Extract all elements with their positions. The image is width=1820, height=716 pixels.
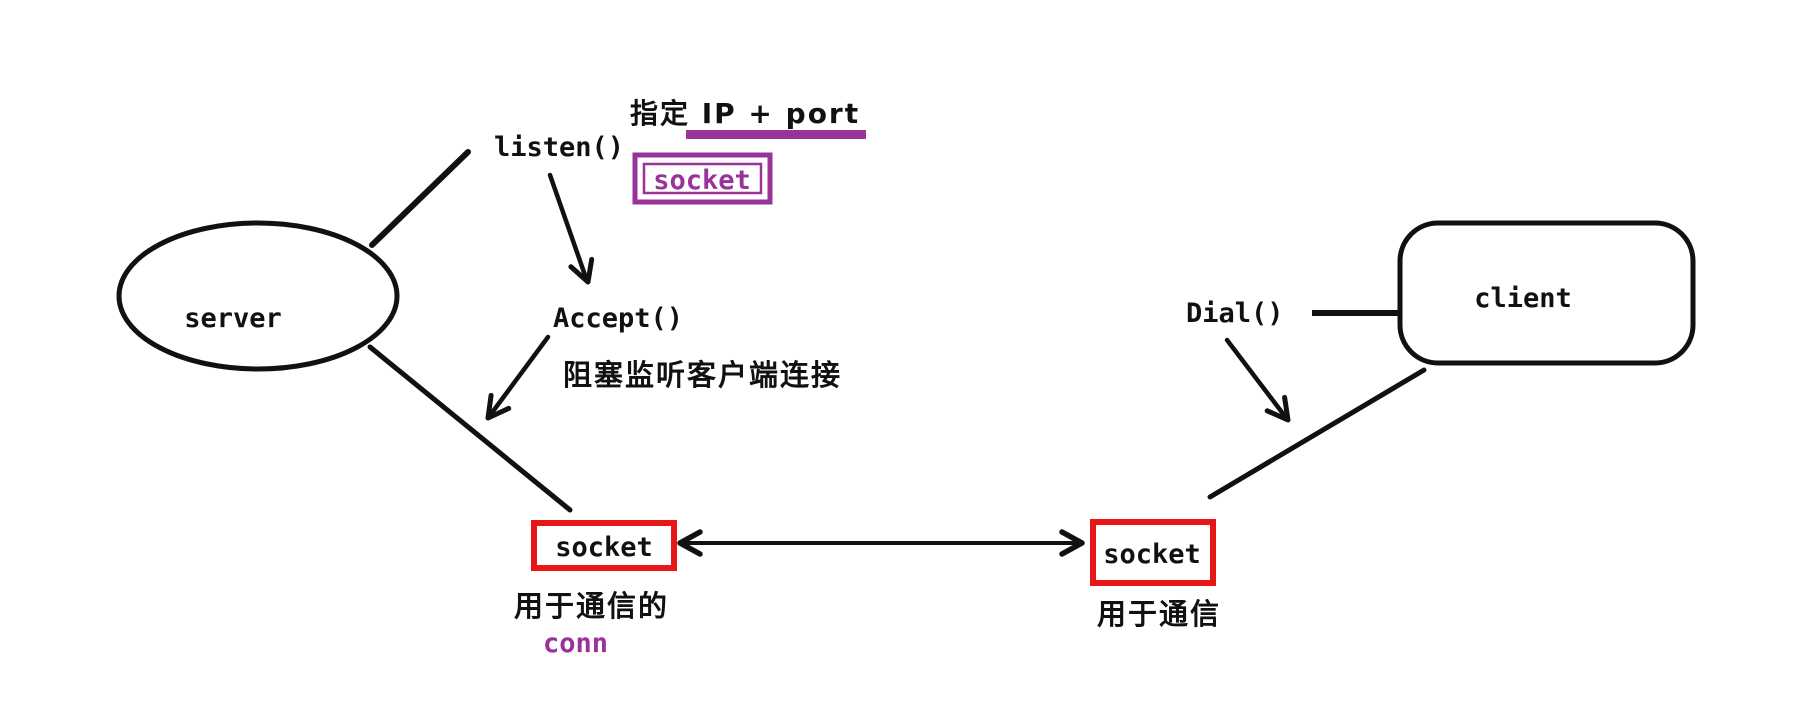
- bind-note-underline: [686, 130, 866, 139]
- listen-to-accept-arrow-shaft: [547, 172, 589, 281]
- conn-socket-box: [531, 520, 677, 571]
- accept-label: Accept(): [553, 303, 683, 334]
- accept-note-label: 阻塞监听客户端连接: [563, 358, 842, 392]
- client-socket-to-client-line: [1207, 367, 1427, 500]
- server-to-conn-socket-line: [367, 344, 573, 513]
- listen-label: listen(): [494, 132, 624, 163]
- conn-var-label: conn: [543, 628, 608, 659]
- conn-socket-label: socket: [555, 532, 653, 563]
- dial-to-socket-arrowhead-icon: [1264, 394, 1291, 423]
- bind-socket-label: socket: [653, 165, 751, 196]
- client-rect: [1397, 220, 1696, 366]
- dial-label: Dial(): [1186, 298, 1284, 329]
- server-to-listen-line: [369, 149, 471, 248]
- conn-socket-note-label: 用于通信的: [514, 589, 669, 623]
- dial-to-socket-arrow-shaft: [1224, 337, 1287, 418]
- client-socket-box: [1090, 519, 1216, 586]
- bind-note-label: 指定 IP + port: [630, 97, 860, 130]
- server-ellipse: [116, 220, 400, 372]
- server-label: server: [184, 303, 282, 334]
- listen-to-accept-arrowhead-icon: [568, 256, 595, 285]
- accept-to-socket-arrow-shaft: [488, 334, 551, 417]
- client-socket-label: socket: [1103, 539, 1201, 570]
- accept-to-socket-arrowhead-icon: [485, 392, 512, 421]
- bind-socket-box-inner: [642, 162, 763, 195]
- client-label: client: [1474, 283, 1572, 314]
- comm-arrowhead-right-icon: [1059, 529, 1085, 557]
- bind-socket-box: [632, 152, 773, 205]
- comm-arrowhead-left-icon: [677, 529, 703, 557]
- client-socket-note-label: 用于通信: [1097, 597, 1221, 631]
